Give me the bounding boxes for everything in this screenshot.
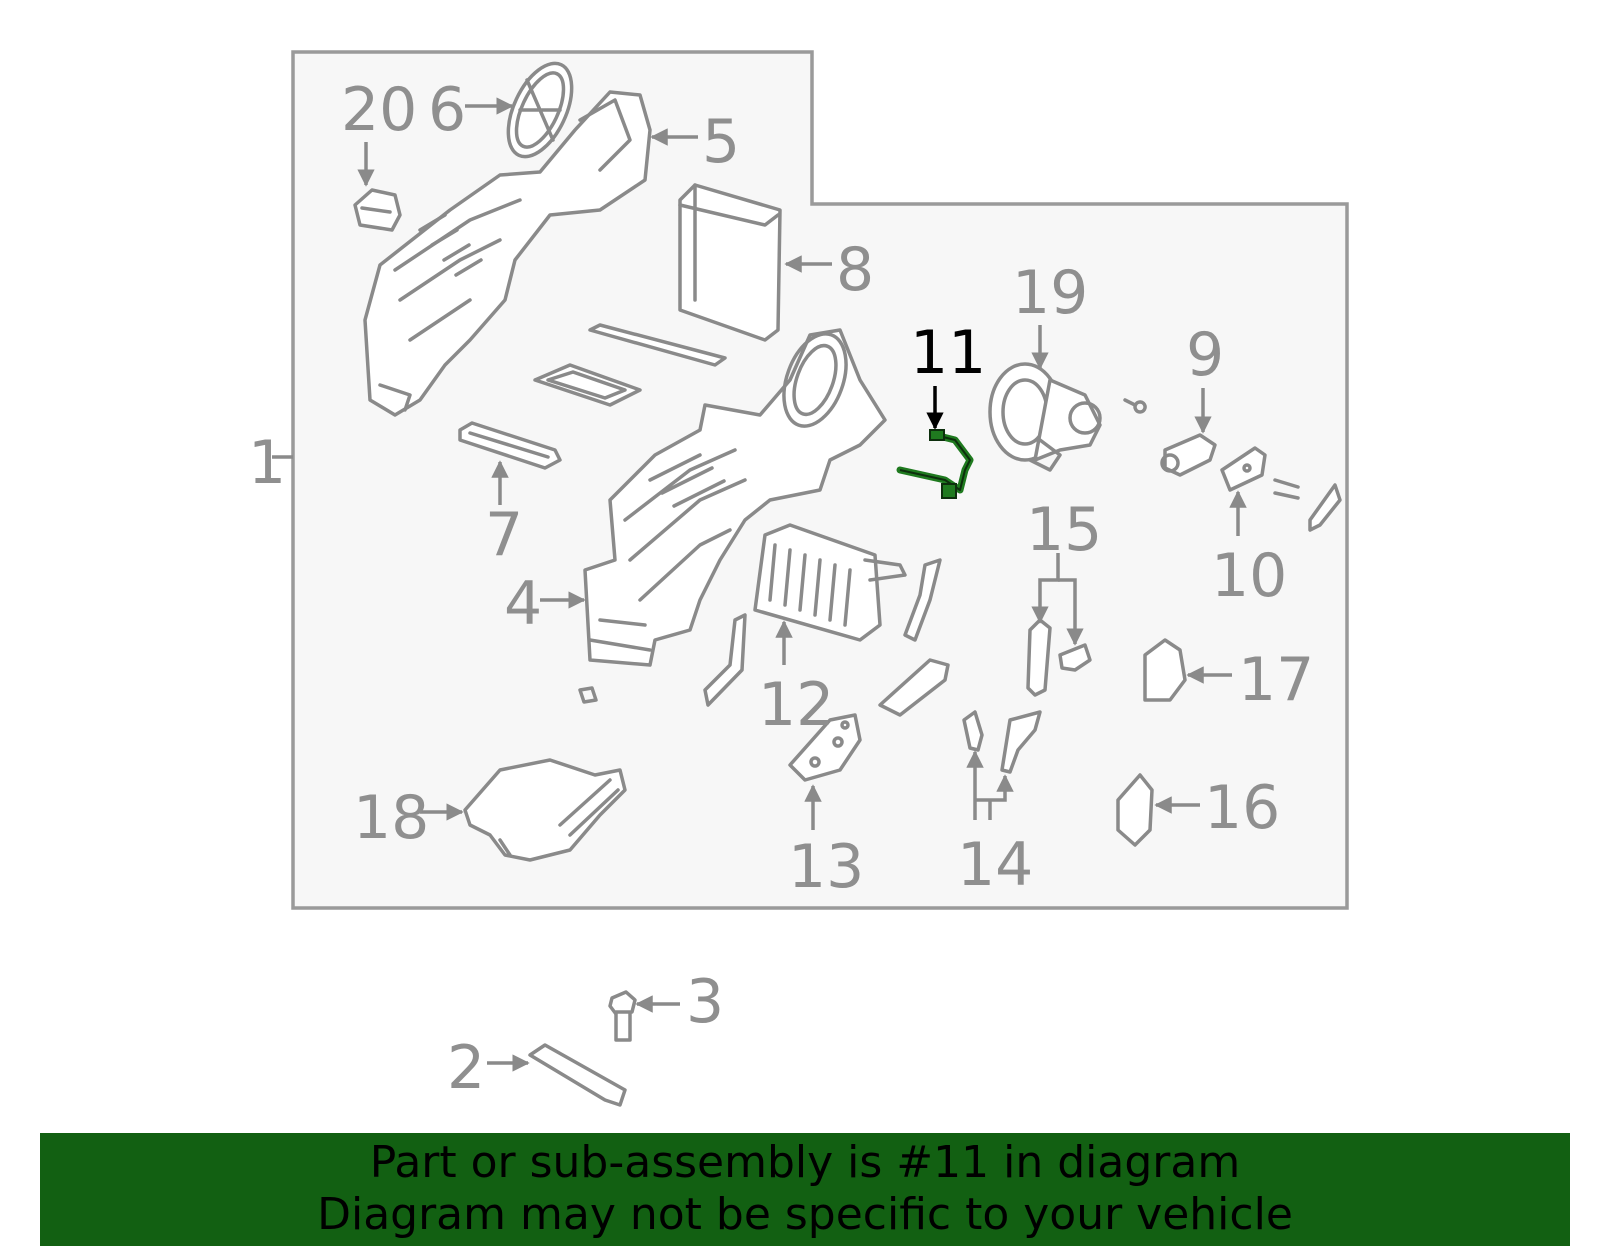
callout-16: 16: [1204, 773, 1280, 843]
part-11-highlighted: [896, 429, 974, 499]
part-8-evaporator: [678, 183, 782, 342]
part-16-door: [1116, 773, 1154, 847]
callout-12: 12: [758, 670, 834, 740]
duct-piece-lower: [878, 658, 950, 717]
callout-14: 14: [957, 830, 1033, 900]
part-5-upper-housing: [363, 90, 652, 417]
screw-small: [1123, 398, 1147, 414]
callout-8: 8: [836, 235, 874, 305]
leader-15a: [1031, 553, 1060, 624]
callout-13: 13: [788, 832, 864, 902]
banner-line-1: Part or sub-assembly is #11 in diagram: [369, 1137, 1241, 1188]
part-2-bracket: [528, 1043, 627, 1107]
callout-20: 20: [341, 75, 417, 145]
callout-19: 19: [1012, 258, 1088, 328]
part-10-sensor: [1220, 446, 1342, 532]
callout-2: 2: [447, 1033, 485, 1103]
callout-15: 15: [1026, 495, 1102, 565]
callout-11: 11: [910, 318, 986, 388]
callout-5: 5: [702, 107, 740, 177]
callout-1: 1: [248, 428, 286, 498]
seal-strip-upper: [588, 323, 727, 367]
seal-frame-inner: [546, 370, 627, 400]
callout-17: 17: [1238, 645, 1314, 715]
part-20-actuator: [353, 188, 402, 232]
callout-3: 3: [686, 967, 724, 1037]
info-banner: Part or sub-assembly is #11 in diagram D…: [40, 1133, 1570, 1246]
part-14-links: [962, 710, 1042, 774]
part-17-door: [1143, 638, 1187, 702]
duct-piece-left: [703, 613, 747, 707]
callout-10: 10: [1211, 541, 1287, 611]
callout-6: 6: [428, 75, 466, 145]
part-4-hvac-case: [583, 328, 887, 667]
part-9-resistor: [1160, 433, 1217, 477]
part-6-blower-ring: [506, 61, 574, 159]
part-3-bolt: [608, 990, 637, 1042]
callout-18: 18: [353, 783, 429, 853]
leader-14b: [975, 774, 1014, 802]
part-18-lower-case: [463, 758, 627, 862]
callout-9: 9: [1186, 320, 1224, 390]
part-19-blower-motor: [988, 362, 1102, 472]
part-13-plate: [788, 713, 862, 782]
callout-7: 7: [485, 500, 523, 570]
part-7-gasket: [458, 421, 562, 470]
part-12-heater-core: [753, 523, 907, 642]
small-clip: [578, 686, 598, 704]
duct-piece-right: [903, 558, 942, 642]
banner-line-2: Diagram may not be specific to your vehi…: [317, 1189, 1293, 1240]
callout-4: 4: [504, 569, 542, 639]
leader-15b: [1058, 578, 1084, 646]
